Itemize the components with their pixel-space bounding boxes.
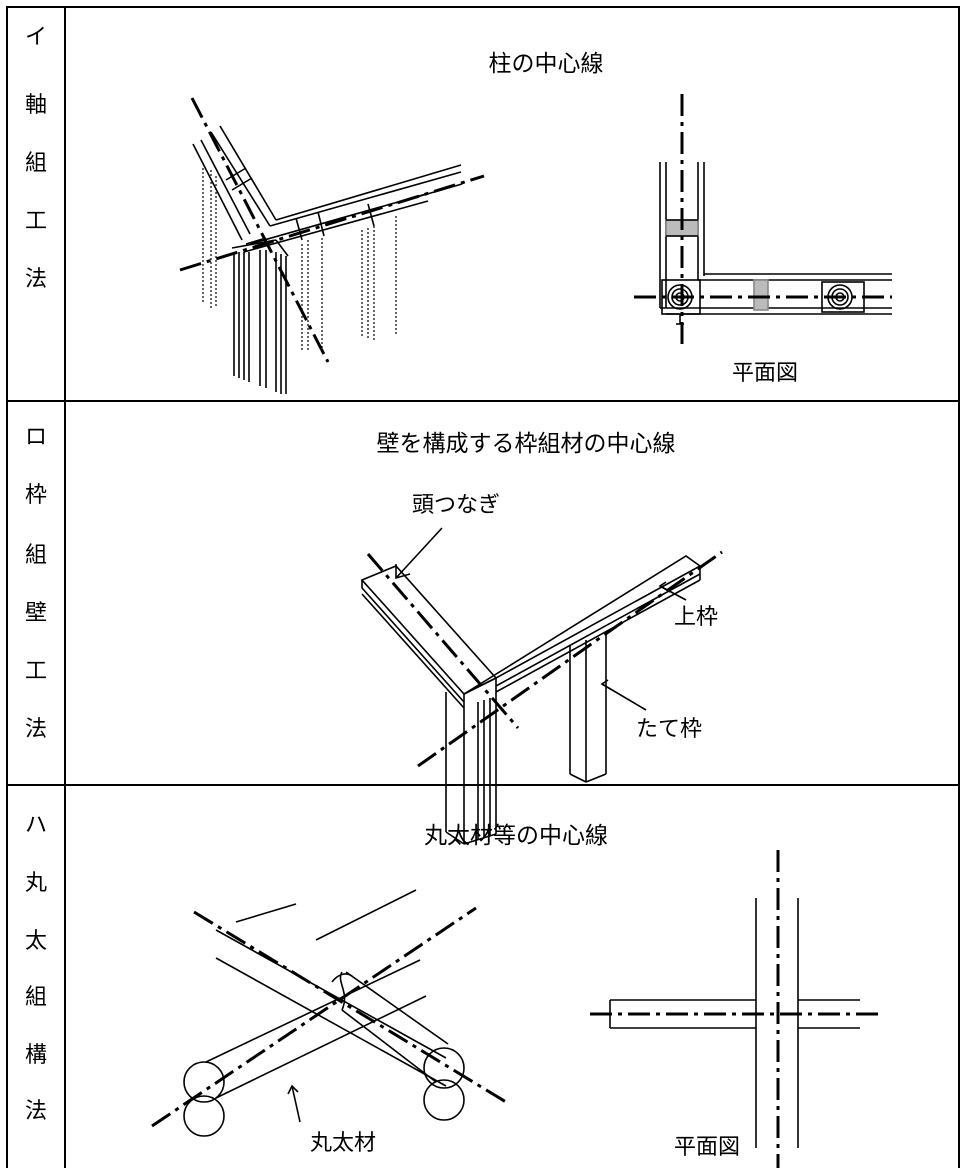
log-plan-view xyxy=(609,898,860,1148)
diagram-cell: 柱の中心線 xyxy=(66,8,958,400)
method-name-column: ロ 枠 組 壁 工 法 xyxy=(8,402,66,784)
centerlines xyxy=(179,97,485,363)
method-char: 構 xyxy=(24,1043,47,1068)
column-centerline-diagram: 平面図 xyxy=(179,94,892,394)
method-char: 組 xyxy=(24,543,47,568)
method-char: 法 xyxy=(24,717,47,742)
method-char: 壁 xyxy=(24,601,47,626)
plan-label: 平面図 xyxy=(674,1135,740,1160)
method-char: イ xyxy=(24,25,47,50)
plan-centerlines xyxy=(634,94,892,350)
log-centerlines xyxy=(151,906,507,1128)
frame-members xyxy=(360,555,702,845)
plan-label: 平面図 xyxy=(732,361,798,386)
method-char: 太 xyxy=(24,929,47,954)
wall-frame-diagram: 頭つなぎ 上枠 たて枠 xyxy=(360,493,723,845)
construction-method-table: イ 軸 組 工 法 柱の中心線 xyxy=(6,6,960,1168)
method-char: 組 xyxy=(24,151,47,176)
caption: 壁を構成する枠組材の中心線 xyxy=(376,431,676,457)
diagram-cell: 壁を構成する枠組材の中心線 xyxy=(66,402,958,845)
row-axis-frame-method: イ 軸 組 工 法 柱の中心線 xyxy=(6,6,960,400)
log-plan-centerlines xyxy=(590,850,878,1168)
row-frame-wall-method: ロ 枠 組 壁 工 法 壁を構成する枠組材の中心線 xyxy=(6,400,960,845)
log-construction-diagram: 丸太材 平面図 xyxy=(151,850,878,1168)
method-char: 丸 xyxy=(24,871,47,896)
method-char: 法 xyxy=(24,267,47,292)
caption: 柱の中心線 xyxy=(488,51,604,77)
hidden-lines xyxy=(202,168,397,352)
method-char: 組 xyxy=(24,985,47,1010)
method-char: 枠 xyxy=(24,483,47,508)
top-plate-label: 上枠 xyxy=(674,605,718,630)
method-char: ロ xyxy=(24,425,47,450)
frame-centerlines xyxy=(366,550,723,768)
method-char: 軸 xyxy=(24,93,47,118)
head-tie-label: 頭つなぎ xyxy=(412,493,500,518)
log-label: 丸太材 xyxy=(310,1131,376,1156)
leader-lines xyxy=(395,527,687,711)
caption: 丸太材等の中心線 xyxy=(424,823,608,849)
logs xyxy=(183,889,465,1137)
row-log-method: ハ 丸 太 組 構 法 丸太材等の中心線 xyxy=(6,784,960,1168)
method-char: 工 xyxy=(24,659,47,684)
method-name-column: イ 軸 組 工 法 xyxy=(8,8,66,400)
method-char: 法 xyxy=(24,1099,47,1124)
diagram-cell: 丸太材等の中心線 xyxy=(66,786,958,1168)
plan-view xyxy=(659,162,892,325)
method-char: 工 xyxy=(24,209,47,234)
method-char: ハ xyxy=(24,813,47,838)
log-leader xyxy=(287,1084,301,1123)
perspective-joint xyxy=(192,125,463,394)
method-name-column: ハ 丸 太 組 構 法 xyxy=(8,786,66,1168)
stud-label: たて枠 xyxy=(636,717,702,742)
